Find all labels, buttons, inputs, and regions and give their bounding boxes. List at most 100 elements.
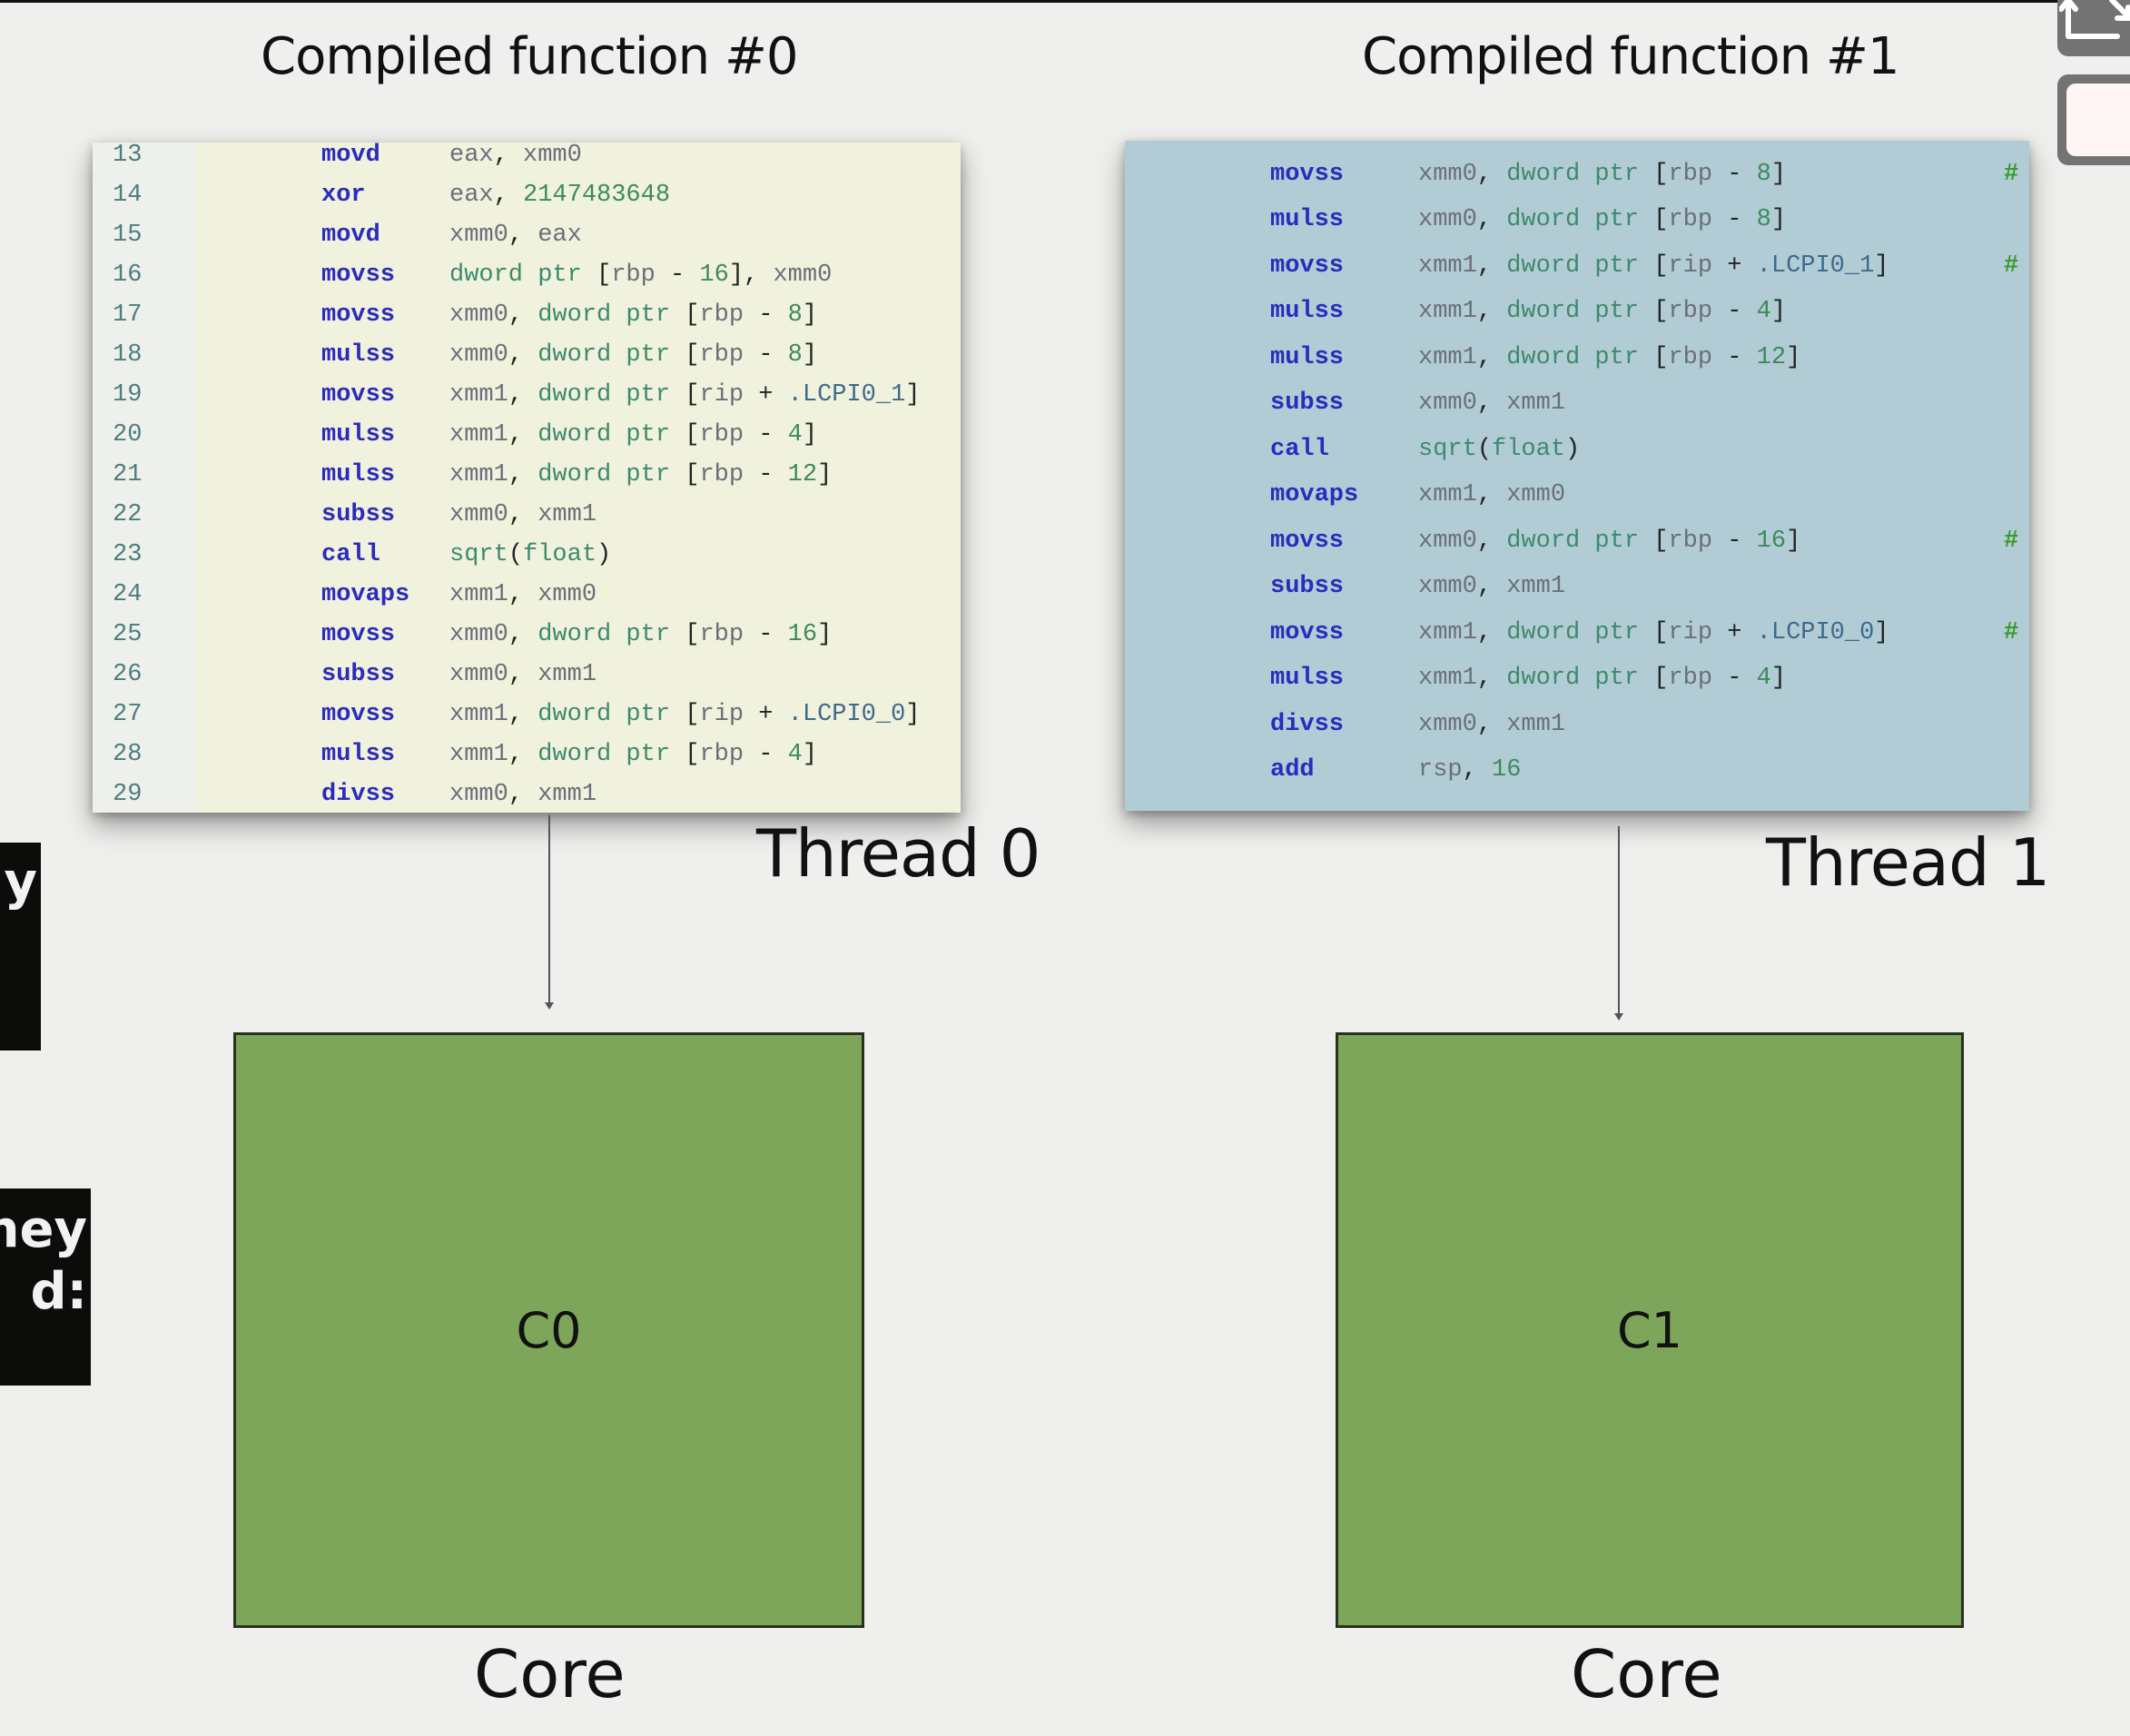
instruction-mnemonic: movss: [1270, 252, 1345, 280]
caption-box-2: hey d:: [0, 1189, 91, 1386]
line-number: 16: [113, 261, 143, 289]
line-number-gutter: [93, 143, 195, 813]
instruction-operands: xmm0, xmm1: [1418, 390, 1566, 417]
exit-fullscreen-icon: [2059, 0, 2130, 39]
instruction-operands: xmm1, xmm0: [449, 581, 597, 608]
instruction-mnemonic: mulss: [1270, 343, 1345, 371]
instruction-mnemonic: movd: [321, 143, 380, 169]
code-line: subss xmm0, xmm1: [1125, 383, 2029, 423]
instruction-mnemonic: movaps: [321, 581, 410, 608]
instruction-mnemonic: movaps: [1270, 481, 1359, 508]
instruction-operands: xmm1, dword ptr [rbp - 4]: [449, 741, 818, 768]
instruction-mnemonic: subss: [321, 661, 396, 688]
code-line: movss dword ptr [rbp - 16], xmm0 #: [1125, 141, 2029, 148]
code-line: 24 movaps xmm1, xmm0: [93, 575, 961, 615]
code-line: mulss xmm0, dword ptr [rbp - 8]: [1125, 200, 2029, 240]
instruction-operands: xmm1, dword ptr [rbp - 12]: [1418, 343, 1801, 371]
instruction-mnemonic: add: [1270, 756, 1315, 784]
instruction-operands: xmm0, xmm1: [449, 781, 597, 808]
instruction-mnemonic: mulss: [321, 461, 396, 488]
caption-box-1: y: [0, 843, 41, 1050]
instruction-operands: xmm1, dword ptr [rbp - 12]: [449, 461, 833, 488]
instruction-operands: xmm1, dword ptr [rip + .LCPI0_1]: [449, 381, 921, 409]
instruction-operands: xmm0, eax: [449, 222, 582, 249]
line-number: 26: [113, 661, 143, 688]
instruction-operands: sqrt(float): [449, 541, 612, 568]
line-number: 24: [113, 581, 143, 608]
line-number: 17: [113, 301, 143, 329]
code-line: 21 mulss xmm1, dword ptr [rbp - 12]: [93, 455, 961, 495]
instruction-mnemonic: movss: [321, 301, 396, 329]
line-number: 29: [113, 781, 143, 808]
core-1: C1: [1336, 1032, 1964, 1628]
instruction-mnemonic: movss: [321, 261, 396, 289]
instruction-mnemonic: mulss: [1270, 206, 1345, 233]
instruction-mnemonic: movd: [321, 222, 380, 249]
instruction-operands: xmm0, xmm1: [1418, 710, 1566, 738]
instruction-mnemonic: movss: [321, 381, 396, 409]
instruction-mnemonic: call: [1270, 435, 1329, 463]
thread-0-arrow: [545, 815, 554, 1010]
left-function-title: Compiled function #0: [261, 27, 798, 86]
instruction-operands: xmm0, dword ptr [rbp - 8]: [1418, 206, 1787, 233]
comment-marker: #: [2004, 527, 2019, 555]
core-1-id: C1: [1616, 1301, 1683, 1359]
comment-marker: #: [2004, 141, 2018, 148]
instruction-operands: xmm1, dword ptr [rbp - 4]: [449, 421, 818, 449]
instruction-operands: xmm1, xmm0: [1418, 481, 1566, 508]
line-number: 22: [113, 501, 143, 528]
instruction-mnemonic: movss: [321, 621, 396, 648]
comment-marker: #: [2004, 160, 2019, 188]
code-line: mulss xmm1, dword ptr [rbp - 12]: [1125, 338, 2029, 378]
instruction-mnemonic: movss: [1270, 618, 1345, 646]
code-line: movaps xmm1, xmm0: [1125, 475, 2029, 515]
instruction-operands: dword ptr [rbp - 16], xmm0: [1418, 141, 1800, 148]
line-number: 21: [113, 461, 143, 488]
caption-text-1: y: [4, 853, 37, 912]
thread-1-arrow: [1614, 826, 1623, 1021]
top-border: [0, 0, 2130, 3]
instruction-mnemonic: mulss: [321, 341, 396, 369]
instruction-mnemonic: divss: [1270, 710, 1345, 738]
line-number: 27: [113, 701, 143, 728]
instruction-mnemonic: divss: [321, 781, 396, 808]
exit-fullscreen-button[interactable]: [2057, 0, 2130, 56]
line-number: 25: [113, 621, 143, 648]
instruction-mnemonic: subss: [1270, 390, 1345, 417]
instruction-mnemonic: subss: [321, 501, 396, 528]
window-mode-button[interactable]: [2057, 74, 2130, 165]
instruction-mnemonic: mulss: [321, 741, 396, 768]
code-line: 15 movd xmm0, eax: [93, 215, 961, 255]
instruction-operands: xmm0, dword ptr [rbp - 8]: [1418, 160, 1787, 188]
thread-1-label: Thread 1: [1766, 824, 2050, 901]
instruction-mnemonic: mulss: [1270, 298, 1345, 325]
line-number: 15: [113, 222, 143, 249]
instruction-mnemonic: movss: [1270, 141, 1344, 148]
instruction-mnemonic: subss: [1270, 573, 1345, 600]
window-icon: [2066, 84, 2130, 156]
code-line: divss xmm0, xmm1: [1125, 705, 2029, 745]
core-0-id: C0: [516, 1301, 582, 1359]
instruction-operands: xmm0, dword ptr [rbp - 8]: [449, 341, 818, 369]
caption-text-2: hey d:: [0, 1200, 87, 1321]
thread-0-label: Thread 0: [756, 815, 1040, 892]
instruction-mnemonic: mulss: [1270, 665, 1345, 692]
comment-marker: #: [2004, 618, 2019, 646]
